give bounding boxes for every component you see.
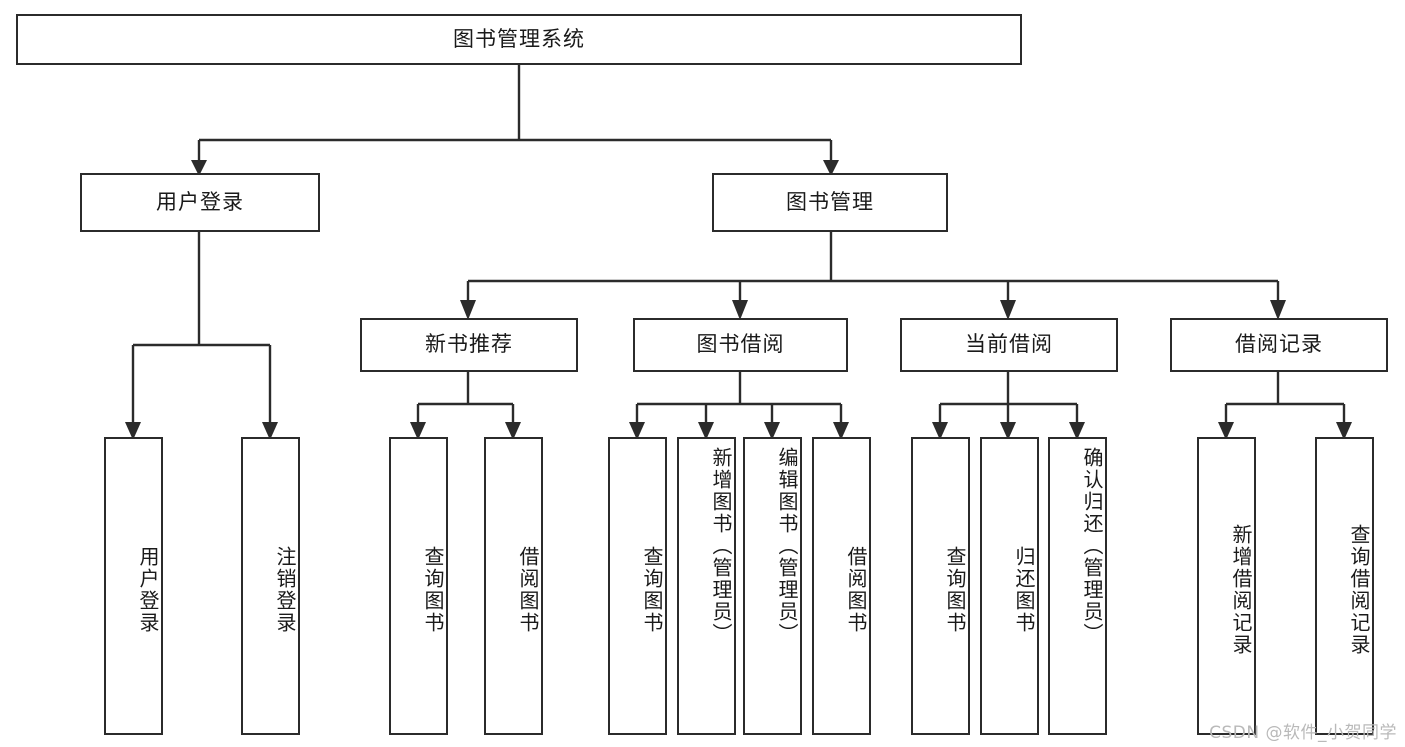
node-label: 当前借阅 — [965, 332, 1053, 357]
csdn-watermark: CSDN @软件_小贺同学 — [1209, 723, 1397, 743]
node-label: 确认归还（管理员） — [1080, 447, 1104, 645]
node-label: 图书借阅 — [696, 332, 785, 357]
node-label: 用户登录 — [136, 546, 160, 634]
node-label: 查询借阅记录 — [1347, 524, 1371, 656]
node-label: 借阅图书 — [844, 546, 868, 634]
leaf-query-book-current[interactable]: 查询图书 — [911, 437, 970, 735]
node-label: 新增借阅记录 — [1229, 524, 1253, 656]
node-new-book-recommend[interactable]: 新书推荐 — [360, 318, 578, 372]
node-current-borrow[interactable]: 当前借阅 — [900, 318, 1118, 372]
leaf-return-book[interactable]: 归还图书 — [980, 437, 1039, 735]
node-label: 用户登录 — [156, 189, 244, 214]
node-label: 查询图书 — [943, 546, 967, 634]
node-user-login[interactable]: 用户登录 — [80, 173, 320, 232]
node-book-borrow[interactable]: 图书借阅 — [633, 318, 848, 372]
node-label: 新书推荐 — [425, 332, 513, 357]
leaf-query-borrow-record[interactable]: 查询借阅记录 — [1315, 437, 1374, 735]
node-book-management[interactable]: 图书管理 — [712, 173, 948, 232]
leaf-confirm-return-admin[interactable]: 确认归还（管理员） — [1048, 437, 1107, 735]
leaf-user-login[interactable]: 用户登录 — [104, 437, 163, 735]
node-label: 图书管理 — [786, 189, 874, 214]
node-label: 新增图书（管理员） — [709, 447, 733, 645]
leaf-query-book-borrow[interactable]: 查询图书 — [608, 437, 667, 735]
leaf-add-borrow-record[interactable]: 新增借阅记录 — [1197, 437, 1256, 735]
leaf-edit-book-admin[interactable]: 编辑图书（管理员） — [743, 437, 802, 735]
node-label: 注销登录 — [273, 546, 297, 634]
leaf-query-book-recommend[interactable]: 查询图书 — [389, 437, 448, 735]
leaf-borrow-book-recommend[interactable]: 借阅图书 — [484, 437, 543, 735]
node-root-book-management-system[interactable]: 图书管理系统 — [16, 14, 1022, 65]
node-label: 编辑图书（管理员） — [775, 447, 799, 645]
leaf-add-book-admin[interactable]: 新增图书（管理员） — [677, 437, 736, 735]
node-label: 借阅图书 — [516, 546, 540, 634]
node-label: 借阅记录 — [1235, 332, 1323, 357]
leaf-user-logout[interactable]: 注销登录 — [241, 437, 300, 735]
node-label: 查询图书 — [421, 546, 445, 634]
leaf-borrow-book[interactable]: 借阅图书 — [812, 437, 871, 735]
node-label: 查询图书 — [640, 546, 664, 634]
node-label: 图书管理系统 — [453, 26, 585, 51]
node-label: 归还图书 — [1012, 546, 1036, 634]
node-borrow-record[interactable]: 借阅记录 — [1170, 318, 1388, 372]
